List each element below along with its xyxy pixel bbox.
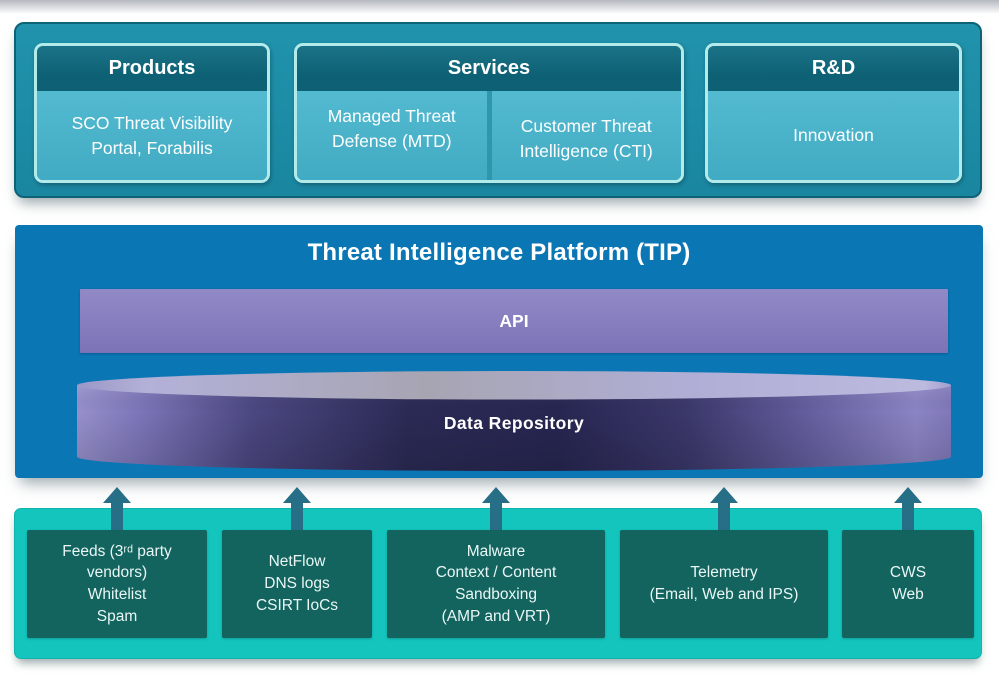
products-card-body: SCO Threat Visibility Portal, Forabilis xyxy=(37,91,267,180)
api-bar: API xyxy=(80,289,948,353)
malware-line-2: Context / Content xyxy=(435,564,557,582)
source-box-telemetry: Telemetry (Email, Web and IPS) xyxy=(620,530,828,638)
data-repository-label: Data Repository xyxy=(443,413,585,433)
rd-card-body: Innovation xyxy=(708,91,959,180)
mtd-line-2: Defense (MTD) xyxy=(331,130,452,151)
top-shadow-gradient xyxy=(0,0,999,14)
netflow-line-2: DNS logs xyxy=(264,575,330,593)
up-arrow-icon xyxy=(481,487,511,533)
data-repository-cylinder: Data Repository xyxy=(77,371,951,473)
feeds-line-3: Whitelist xyxy=(87,586,147,603)
up-arrow-icon xyxy=(709,487,739,533)
products-card: Products SCO Threat Visibility Portal, F… xyxy=(34,43,270,183)
cws-line-2: Web xyxy=(892,586,924,603)
cylinder-graphic xyxy=(77,371,951,471)
malware-line-3: Sandboxing xyxy=(455,586,537,603)
up-arrow-icon xyxy=(893,487,923,533)
sources-panel: Feeds (3ʳᵈ party vendors) Whitelist Spam… xyxy=(14,487,982,659)
cti-line-1: Customer Threat xyxy=(520,116,652,136)
cti-line-2: Intelligence (CTI) xyxy=(519,140,653,161)
netflow-line-1: NetFlow xyxy=(268,553,326,571)
feeds-line-2: vendors) xyxy=(86,564,148,582)
business-layer-panel: Products SCO Threat Visibility Portal, F… xyxy=(14,22,982,198)
services-divider xyxy=(486,91,492,180)
services-card-header: Services xyxy=(297,46,681,91)
products-line-2: Portal, Forabilis xyxy=(91,137,213,158)
tip-title: Threat Intelligence Platform (TIP) xyxy=(307,239,691,266)
up-arrow-icon xyxy=(102,487,132,533)
source-box-feeds: Feeds (3ʳᵈ party vendors) Whitelist Spam xyxy=(27,530,207,638)
services-card: Services Managed Threat Defense (MTD) Cu… xyxy=(294,43,684,183)
products-line-1: SCO Threat Visibility xyxy=(71,112,233,133)
rd-card-header: R&D xyxy=(708,46,959,91)
malware-line-4: (AMP and VRT) xyxy=(441,607,551,625)
source-box-malware: Malware Context / Content Sandboxing (AM… xyxy=(387,530,605,638)
products-card-header: Products xyxy=(37,46,267,91)
up-arrow-icon xyxy=(282,487,312,533)
netflow-line-3: CSIRT IoCs xyxy=(255,596,339,614)
services-cell-mtd: Managed Threat Defense (MTD) xyxy=(297,91,487,180)
rd-card: R&D Innovation xyxy=(705,43,962,183)
services-cell-cti: Customer Threat Intelligence (CTI) xyxy=(492,91,682,180)
telemetry-line-2: (Email, Web and IPS) xyxy=(649,586,799,603)
telemetry-line-1: Telemetry xyxy=(690,564,758,582)
cws-line-1: CWS xyxy=(889,564,927,582)
feeds-line-4: Spam xyxy=(96,607,138,625)
source-box-cws: CWS Web xyxy=(842,530,974,638)
rd-line-1: Innovation xyxy=(793,125,874,146)
tip-panel: Threat Intelligence Platform (TIP) API xyxy=(15,225,983,478)
feeds-line-1: Feeds (3ʳᵈ party xyxy=(62,542,172,560)
malware-line-1: Malware xyxy=(466,542,526,560)
services-card-body: Managed Threat Defense (MTD) Customer Th… xyxy=(297,91,681,180)
mtd-line-1: Managed Threat xyxy=(327,106,456,126)
source-box-netflow: NetFlow DNS logs CSIRT IoCs xyxy=(222,530,372,638)
